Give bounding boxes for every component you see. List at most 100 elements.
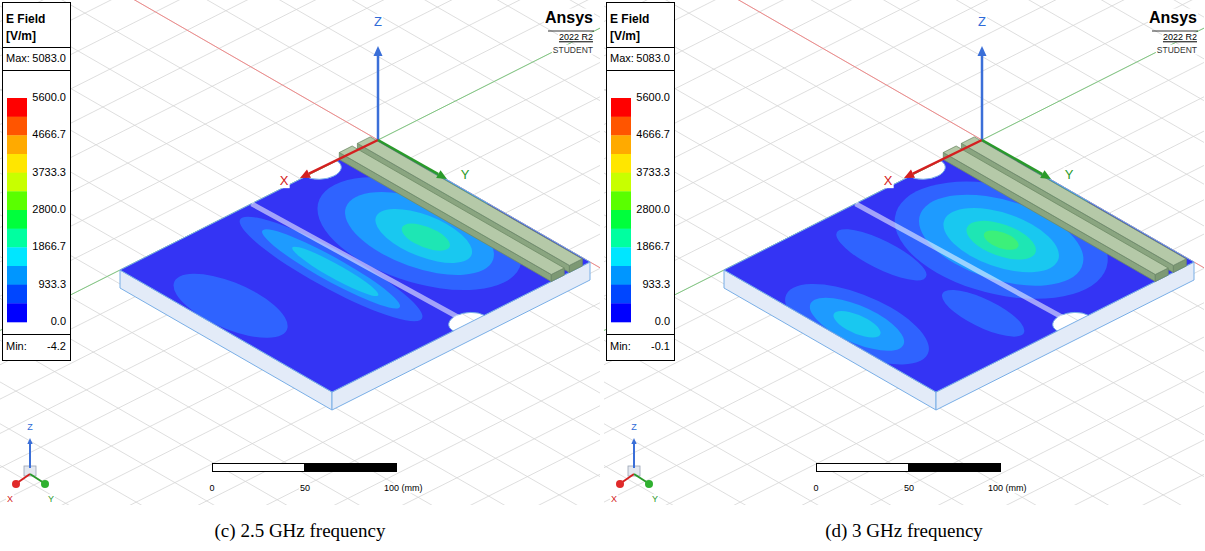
grid-line <box>0 0 600 505</box>
logo-brand-holder: Ansys <box>1148 10 1198 27</box>
logo-brand: Ansys <box>1148 9 1198 26</box>
scale-bar-tick: 100 (mm) <box>383 483 424 493</box>
scale-bar <box>213 464 397 472</box>
scale-value-holder: 3733.3 <box>636 167 670 179</box>
grid-line <box>0 0 600 440</box>
grid-line <box>0 0 600 394</box>
max-value: 5083.0 <box>636 52 670 64</box>
scale-bar-tick: 0 <box>812 483 819 493</box>
grid-line <box>650 23 1204 505</box>
orientation-triad <box>12 438 49 488</box>
scale-bar-tick-holder: 0 <box>812 484 819 493</box>
max-label: Max: <box>6 52 30 64</box>
colorbar-band <box>611 135 631 154</box>
grid-line <box>681 41 1204 505</box>
scale-value-holder: 933.3 <box>38 279 66 291</box>
grid-line <box>0 0 600 505</box>
grid-line <box>523 297 600 505</box>
scale-bar-white <box>817 464 909 472</box>
grid-line <box>604 3 1133 505</box>
min-label-holder: Min: <box>6 341 27 353</box>
triad-z-shaft <box>29 444 31 468</box>
scale-value: 2800.0 <box>636 203 670 215</box>
grid-line <box>604 0 1204 505</box>
scale-value: 1866.7 <box>636 241 670 253</box>
field-contour <box>760 271 954 378</box>
strip-top <box>357 137 582 266</box>
logo-edition: STUDENT <box>1156 45 1198 55</box>
scale-bar-black <box>909 464 1001 472</box>
z-arrow-head <box>978 46 987 56</box>
colorbar-band <box>611 173 631 192</box>
colorbar-band <box>611 154 631 173</box>
grid-line <box>604 0 1204 394</box>
grid-line <box>420 0 600 180</box>
grid-line <box>604 0 1204 505</box>
scale-bar-tick-holder: 100 (mm) <box>987 484 1028 493</box>
strip-top <box>961 137 1186 266</box>
triad-label: X <box>610 494 618 504</box>
strip-top <box>339 146 564 275</box>
scale-bar-tick: 0 <box>208 483 215 493</box>
y-arrow-shaft <box>378 140 438 174</box>
field-contour <box>393 219 459 255</box>
grid-line <box>604 0 1204 505</box>
board-top <box>711 136 1202 398</box>
field-contour <box>794 289 920 359</box>
grid-line <box>1140 0 1204 121</box>
scale-bar-tick-holder: 50 <box>903 484 915 493</box>
scale-value-holder: 0.0 <box>655 316 670 328</box>
grid-line <box>0 0 600 492</box>
field-contours <box>128 141 576 380</box>
color-legend <box>3 3 71 361</box>
grid-line <box>0 0 600 404</box>
grid-line <box>618 4 1204 505</box>
grid-line <box>0 0 600 505</box>
grid-line <box>0 0 600 505</box>
logo-brand: Ansys <box>544 9 594 26</box>
grid-line <box>604 0 869 1</box>
grid-line <box>14 4 600 505</box>
colorbar-band <box>7 117 27 136</box>
legend-unit: [V/m] <box>610 29 640 43</box>
colorbar-band <box>611 98 631 117</box>
colorbar-band <box>611 210 631 229</box>
min-value: -4.2 <box>47 340 66 352</box>
grid-line <box>604 0 1204 492</box>
legend-box <box>607 3 675 361</box>
grid-line <box>0 0 600 453</box>
grid-line <box>0 0 600 505</box>
axis-label: Y <box>460 167 471 182</box>
legend-unit-holder: [V/m] <box>610 30 640 43</box>
grid-line <box>0 0 600 505</box>
triad-z-head <box>27 438 32 444</box>
grid-line <box>0 0 600 505</box>
grid-line <box>0 0 600 477</box>
grid-line <box>0 0 600 505</box>
grid-line <box>0 0 600 505</box>
scale-value: 3733.3 <box>636 166 670 178</box>
grid-line <box>604 0 1204 505</box>
x-arrow-head <box>904 170 915 178</box>
legend-divider <box>607 70 675 71</box>
field-contour <box>250 223 411 314</box>
grid-line <box>0 0 600 414</box>
figure-caption-holder: (c) 2.5 GHz frequency <box>215 521 386 541</box>
feed-line <box>252 204 463 320</box>
triad-label-holder: Y <box>651 495 659 504</box>
logo-version-holder: 2022 R2 <box>558 33 594 42</box>
colorbar-band <box>611 229 631 248</box>
triad-label-holder: Y <box>47 495 55 504</box>
grid-line <box>1127 297 1204 505</box>
grid-line <box>604 0 1204 505</box>
grid-line <box>0 0 265 1</box>
scale-value-holder: 2800.0 <box>32 204 66 216</box>
grid-line <box>604 0 1204 459</box>
figure-caption: (c) 2.5 GHz frequency <box>215 520 386 541</box>
scale-value-holder: 933.3 <box>642 279 670 291</box>
z-arrow-shaft <box>981 56 984 140</box>
colorbar-band <box>611 191 631 210</box>
grid-line <box>0 0 600 495</box>
axis-label-holder: Z <box>373 15 383 29</box>
scale-value-holder: 1866.7 <box>636 242 670 254</box>
